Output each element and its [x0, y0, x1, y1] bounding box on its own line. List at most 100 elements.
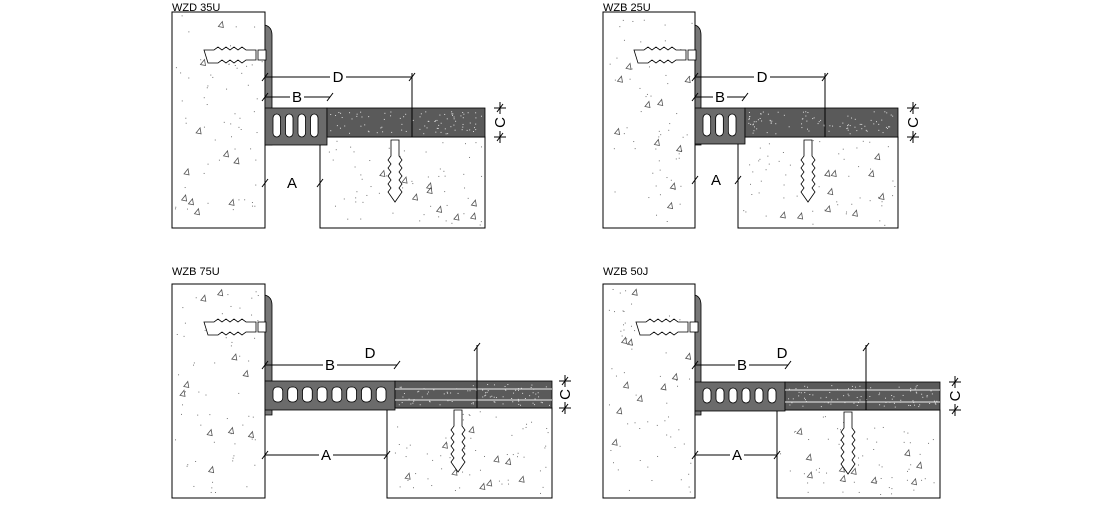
speckle — [356, 115, 358, 117]
speckle — [462, 112, 464, 114]
dimension-label-b: B — [292, 89, 302, 106]
speckle — [869, 141, 871, 143]
speckle — [848, 388, 850, 390]
speckle — [508, 483, 510, 485]
speckle — [691, 22, 693, 24]
speckle — [515, 389, 517, 391]
speckle — [233, 455, 235, 457]
label-bg — [948, 388, 962, 404]
aggregate-mark — [404, 472, 411, 480]
speckle — [186, 208, 188, 210]
speckle — [847, 129, 849, 131]
speckle — [880, 494, 882, 496]
speckle — [461, 129, 463, 131]
speckle — [795, 430, 797, 432]
speckle — [849, 125, 851, 127]
speckle — [427, 120, 429, 122]
speckle — [902, 394, 904, 396]
speckle — [548, 404, 550, 406]
speckle — [255, 291, 257, 293]
speckle — [670, 436, 672, 438]
speckle — [470, 437, 472, 439]
speckle — [193, 362, 195, 364]
speckle — [852, 388, 854, 390]
speckle — [827, 402, 829, 404]
speckle — [475, 142, 477, 144]
speckle — [627, 423, 629, 425]
speckle — [469, 156, 471, 158]
aggregate-mark — [426, 186, 433, 194]
speckle — [540, 401, 542, 403]
speckle — [631, 68, 633, 70]
speckle — [542, 486, 544, 488]
speckle — [812, 210, 814, 212]
speckle — [402, 187, 404, 189]
speckle — [468, 414, 470, 416]
speckle — [400, 386, 402, 388]
speckle — [232, 460, 234, 462]
profile-chamber — [287, 386, 298, 403]
aggregate-mark — [180, 194, 188, 202]
speckle — [669, 123, 671, 125]
speckle — [507, 384, 509, 386]
speckle — [791, 402, 793, 404]
aggregate-mark — [636, 394, 643, 402]
cover-strip — [326, 107, 486, 138]
speckle — [234, 443, 236, 445]
aggregate-mark — [653, 138, 660, 146]
speckle — [876, 480, 878, 482]
speckle — [874, 427, 876, 429]
speckle — [623, 324, 625, 326]
aggregate-mark — [470, 199, 477, 207]
speckle — [881, 205, 883, 207]
speckle — [507, 479, 509, 481]
speckle — [453, 118, 455, 120]
speckle — [462, 126, 464, 128]
speckle — [394, 452, 396, 454]
speckle — [789, 404, 791, 406]
speckle — [770, 122, 772, 124]
speckle — [239, 117, 241, 119]
speckle — [804, 399, 806, 401]
speckle — [788, 126, 790, 128]
dimension-tick — [261, 72, 269, 82]
speckle — [361, 178, 363, 180]
aggregate-mark — [779, 211, 786, 219]
speckle — [891, 493, 893, 495]
speckle — [382, 131, 384, 133]
speckle — [851, 117, 853, 119]
speckle — [689, 378, 691, 380]
speckle — [427, 176, 429, 178]
speckle — [647, 421, 649, 423]
slab-anchor-icon — [840, 411, 856, 475]
speckle — [472, 385, 474, 387]
speckle — [619, 292, 621, 294]
speckle — [630, 325, 632, 327]
aggregate-mark — [231, 353, 238, 361]
speckle — [518, 403, 520, 405]
speckle — [802, 405, 804, 407]
speckle — [254, 26, 256, 28]
speckle — [910, 390, 912, 392]
speckle — [251, 64, 253, 66]
speckle — [686, 134, 688, 136]
speckle — [675, 158, 677, 160]
speckle — [361, 116, 363, 118]
speckle — [489, 396, 491, 398]
speckle — [842, 148, 844, 150]
speckle — [175, 67, 177, 69]
speckle — [522, 428, 524, 430]
speckle — [666, 220, 668, 222]
speckle — [248, 415, 250, 417]
speckle — [903, 441, 905, 443]
speckle — [176, 333, 178, 335]
speckle — [623, 329, 625, 331]
speckle — [426, 453, 428, 455]
speckle — [406, 447, 408, 449]
speckle — [181, 100, 183, 102]
speckle — [919, 404, 921, 406]
speckle — [873, 448, 875, 450]
speckle — [798, 391, 800, 393]
slab-anchor-icon — [450, 409, 466, 473]
